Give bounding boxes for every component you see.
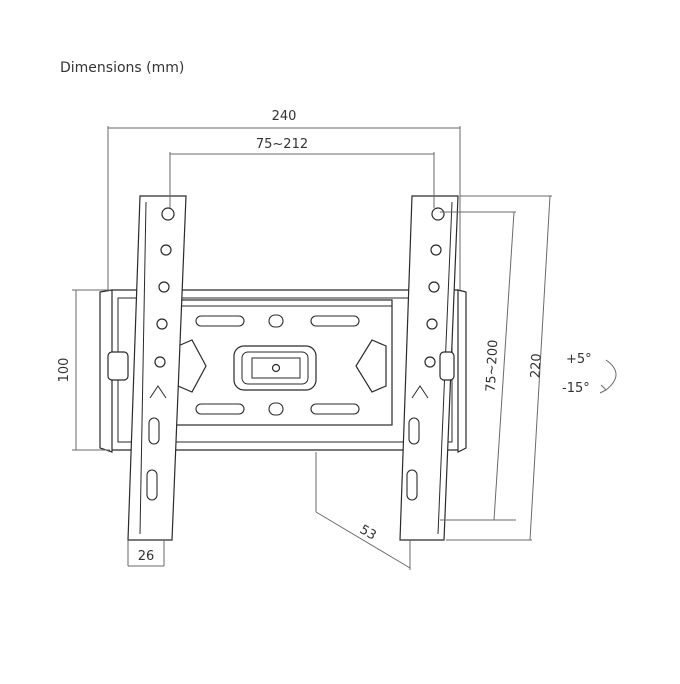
diagram-title: Dimensions (mm) xyxy=(60,60,185,76)
dimension-overall-height: 220 xyxy=(446,195,552,541)
label-horizontal-spacing: 75~212 xyxy=(256,137,308,152)
label-arm-width: 26 xyxy=(138,549,155,564)
left-arm xyxy=(107,195,187,541)
dimension-depth: 53 xyxy=(315,452,411,570)
tilt-indicator: +5° -15° xyxy=(562,352,617,396)
label-tilt-down: -15° xyxy=(562,381,590,396)
label-vertical-spacing: 75~200 xyxy=(484,339,502,392)
dimension-arm-width: 26 xyxy=(127,540,165,567)
tilt-arc-icon xyxy=(605,359,617,391)
label-tilt-up: +5° xyxy=(566,352,592,367)
cross-plate xyxy=(169,299,393,426)
dimension-horizontal-spacing: 75~212 xyxy=(169,137,435,208)
label-wall-plate-height: 100 xyxy=(57,358,72,383)
label-depth: 53 xyxy=(357,522,379,543)
tilt-arrow-icon xyxy=(599,384,607,394)
dimension-overall-width: 240 xyxy=(107,109,461,290)
label-overall-height: 220 xyxy=(528,353,544,379)
dimension-wall-plate-height: 100 xyxy=(57,289,110,451)
dimension-vertical-spacing: 75~200 xyxy=(440,211,516,521)
label-overall-width: 240 xyxy=(272,109,297,124)
right-arm xyxy=(399,195,459,541)
